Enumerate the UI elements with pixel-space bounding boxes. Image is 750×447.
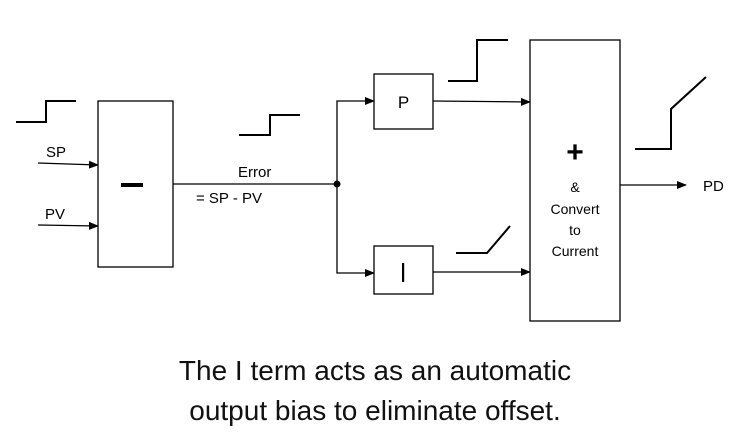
sp-label: SP	[46, 144, 66, 161]
sum-block-line1: &	[570, 179, 580, 195]
error-label: Error	[238, 164, 271, 181]
minus-symbol	[121, 183, 143, 187]
caption-line-1: The I term acts as an automatic	[178, 355, 572, 386]
branch-to-i	[336, 184, 375, 277]
plus-symbol: +	[566, 136, 584, 169]
branch-to-p	[336, 97, 375, 184]
error-step-waveform	[239, 114, 300, 136]
i-block-label-glyph	[402, 263, 405, 282]
pd-label: PD	[703, 178, 724, 195]
sum-convert-block	[529, 39, 621, 322]
caption-line-2: output bias to eliminate offset.	[189, 395, 561, 426]
setpoint-step-waveform	[16, 100, 76, 123]
sum-block-line4: Current	[552, 243, 599, 259]
pv-input-arrow	[37, 221, 99, 230]
sum-block-line3: to	[569, 222, 581, 238]
p-block	[373, 73, 434, 130]
p-output-step-waveform	[448, 39, 508, 82]
p-output-arrow	[432, 97, 531, 106]
controller-output-waveform	[635, 76, 707, 150]
i-output-ramp-waveform	[456, 225, 511, 254]
p-block-label: P	[398, 93, 409, 112]
sum-block-line2: Convert	[550, 201, 599, 217]
i-block-label: I	[401, 265, 406, 284]
error-equation: = SP - PV	[196, 190, 262, 207]
sp-input-arrow	[37, 160, 99, 169]
pv-label: PV	[45, 206, 65, 223]
